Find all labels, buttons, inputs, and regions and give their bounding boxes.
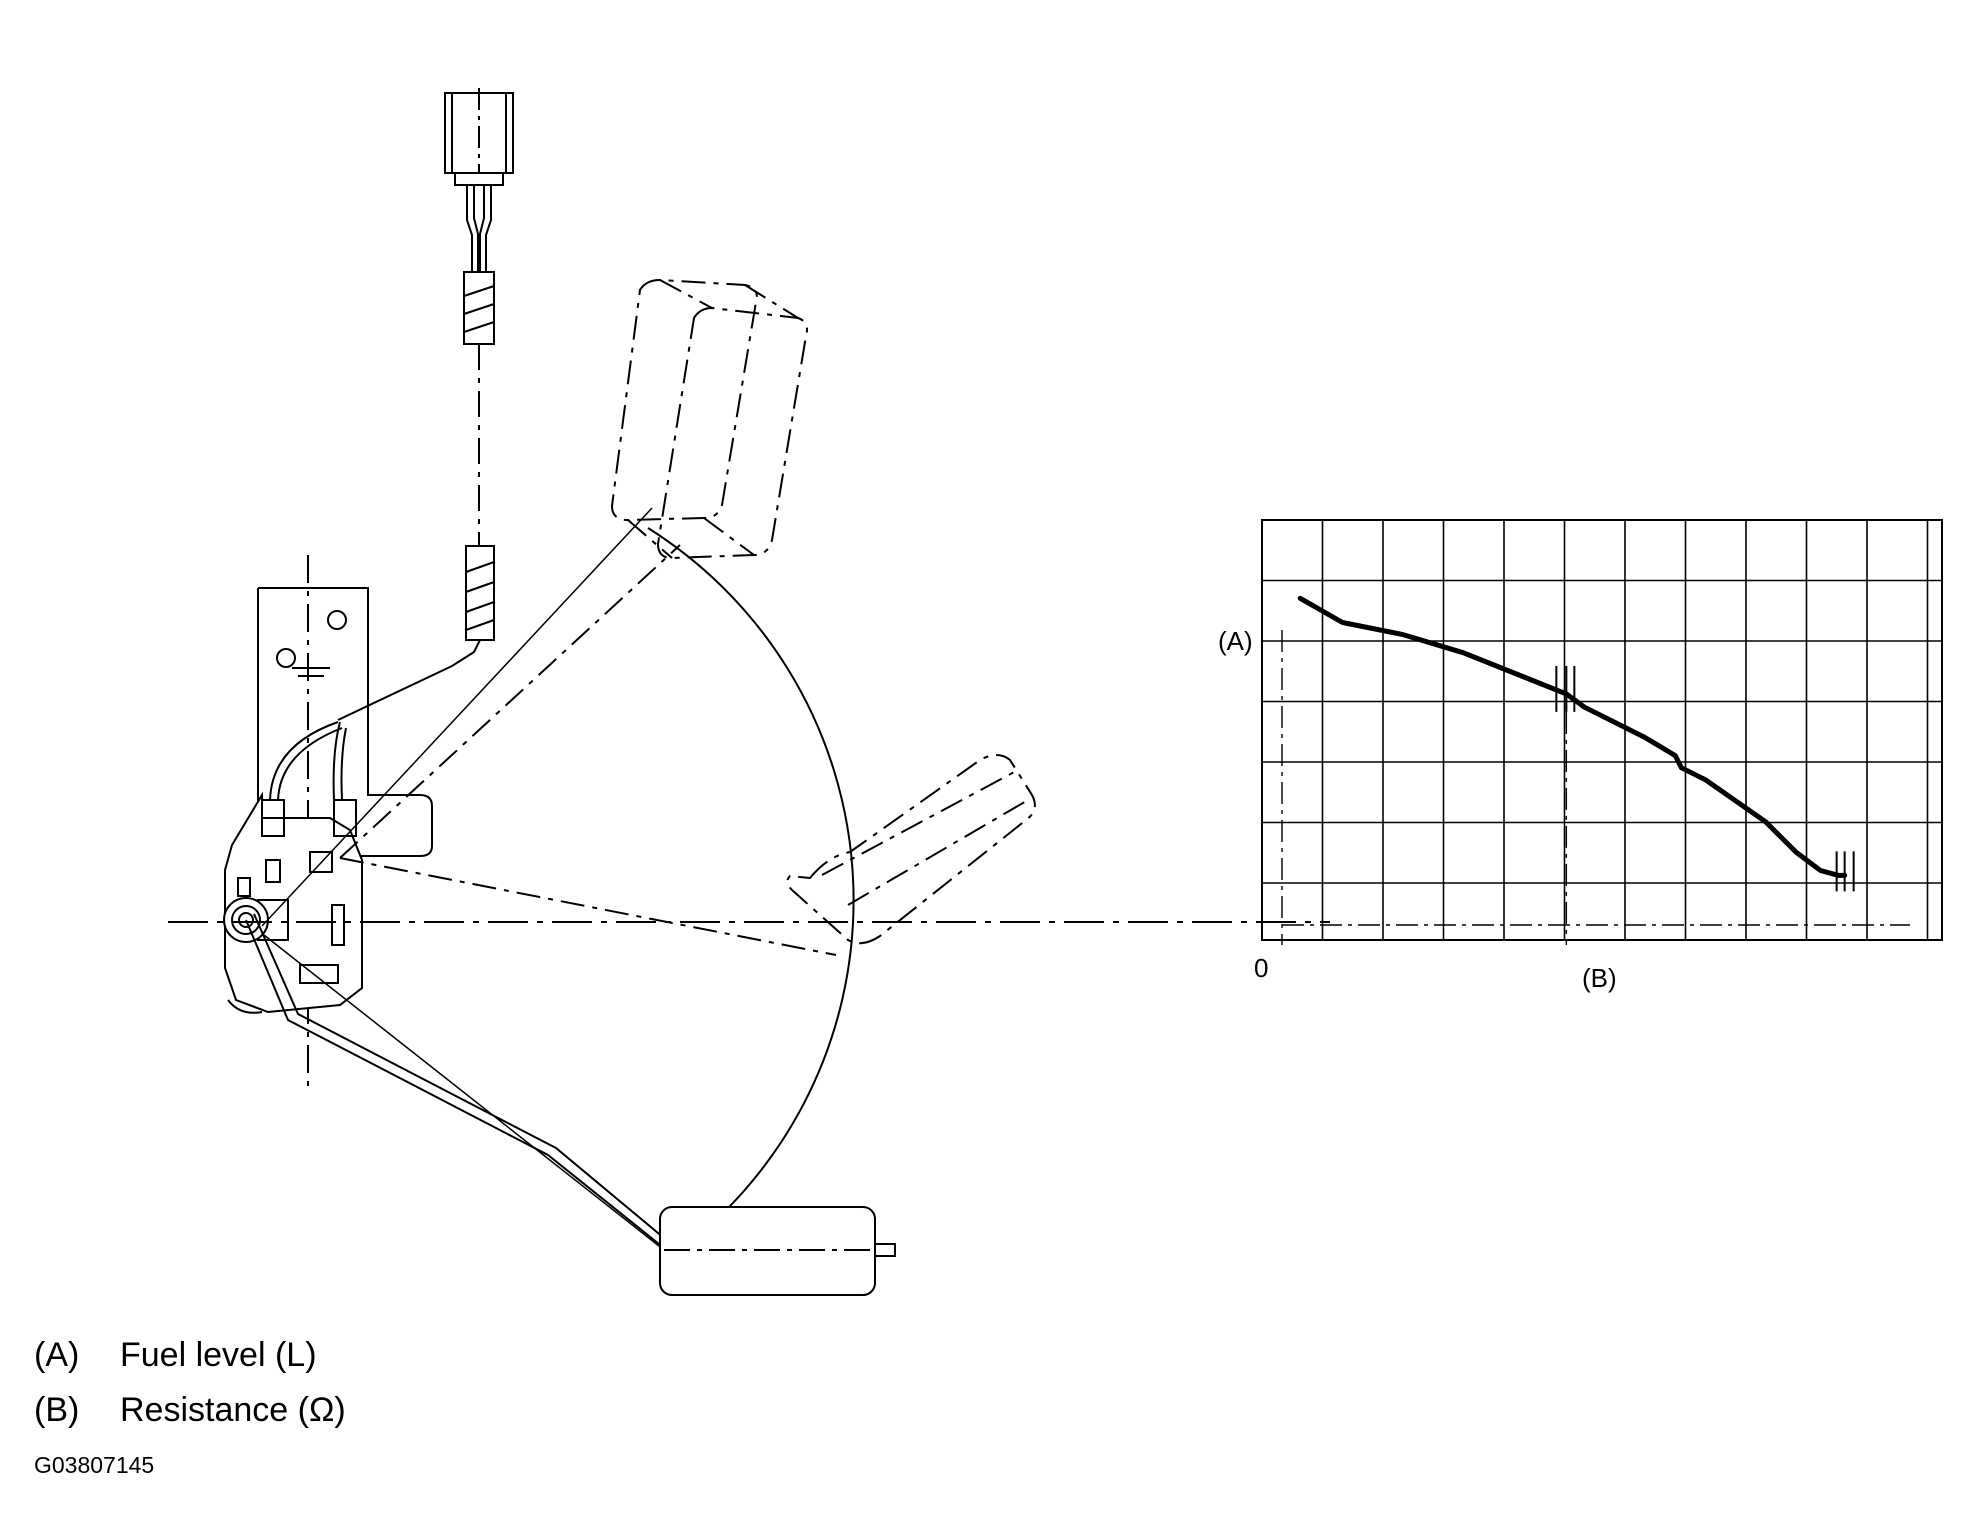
pivot-housing (223, 721, 363, 1014)
chart-data-point (1564, 692, 1568, 696)
float-full-position (610, 278, 808, 560)
wire-connector (444, 88, 514, 272)
figure-code: G03807145 (34, 1452, 155, 1478)
chart-data-point (1704, 778, 1707, 782)
float-arm (245, 507, 671, 1251)
legend-key-b: (B) (34, 1391, 80, 1429)
float-mid-position (786, 754, 1036, 945)
chart-data-point (1583, 705, 1586, 709)
chart-grid (1261, 519, 1943, 941)
chart-data-point (1837, 873, 1841, 877)
chart-data-point (1401, 633, 1405, 637)
wire-sleeve-upper (463, 271, 495, 345)
chart-data-point (1818, 869, 1822, 873)
legend-text-resistance: Resistance (Ω) (120, 1391, 346, 1429)
chart-data-point (1522, 675, 1526, 679)
float-arm-phantom (339, 544, 837, 956)
chart-series-line (1297, 595, 1848, 878)
float-sweep-arc (647, 527, 855, 1256)
resistance-chart: (A) (B) 0 (1218, 519, 1943, 993)
float-empty-position (659, 1206, 896, 1296)
legend-key-a: (A) (34, 1336, 80, 1374)
chart-data-point (1679, 766, 1683, 770)
fuel-sender-unit-drawing (168, 88, 1330, 1296)
legend-text-fuel-level: Fuel level (L) (120, 1336, 317, 1374)
chart-data-point (1764, 820, 1768, 824)
chart-origin-label: 0 (1254, 953, 1268, 983)
chart-data-point (1794, 850, 1798, 854)
chart-frame (1261, 519, 1943, 941)
legend-row-fuel-level: (A) Fuel level (L) (34, 1336, 317, 1375)
chart-tick-marks (1281, 630, 1910, 945)
legend-row-resistance: (B) Resistance (Ω) (34, 1391, 346, 1430)
chart-x-axis-label: (B) (1582, 963, 1617, 993)
chart-data-point (1843, 873, 1847, 877)
chart-data-point (1341, 621, 1344, 624)
chart-data-point (1462, 651, 1465, 655)
wire-sleeve-lower (337, 545, 495, 721)
chart-y-axis-label: (A) (1218, 626, 1253, 656)
chart-series-points (1298, 596, 1847, 877)
chart-data-point (1673, 754, 1677, 758)
chart-data-point (1298, 596, 1302, 600)
chart-data-point (1643, 735, 1647, 739)
